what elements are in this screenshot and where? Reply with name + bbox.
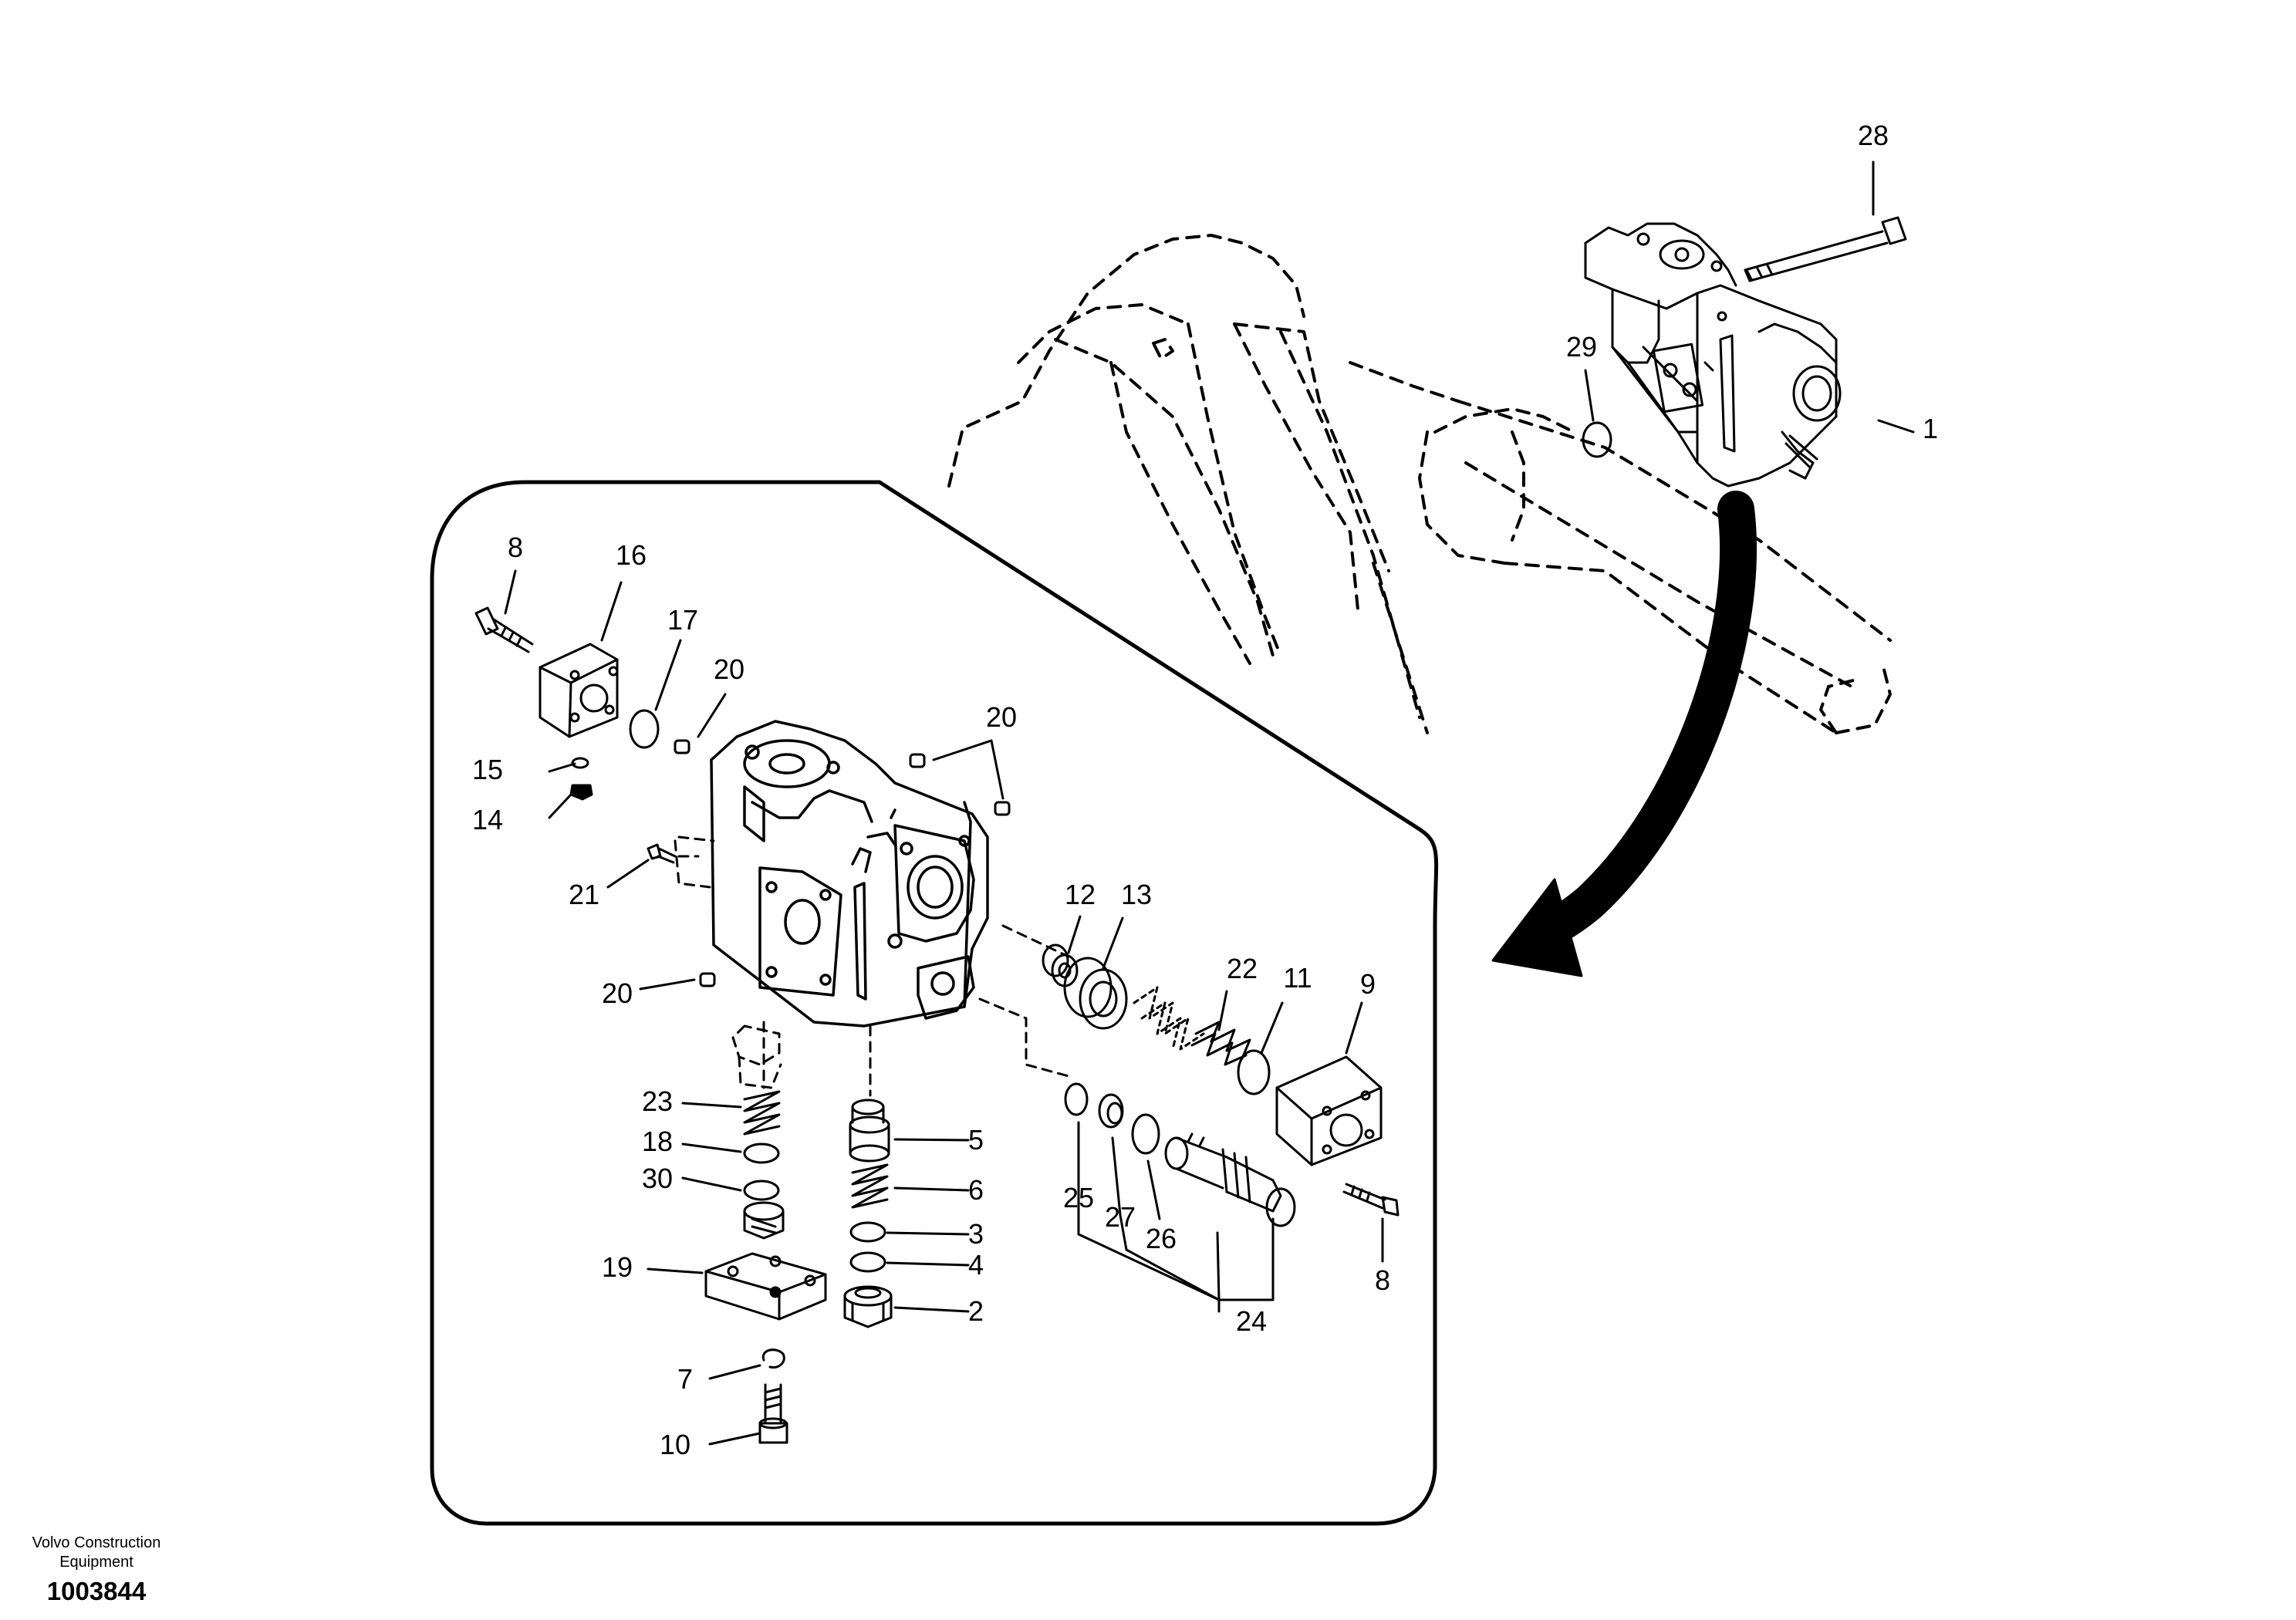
callout-12: 12 <box>1065 879 1096 910</box>
spring-22 <box>1190 1021 1251 1066</box>
callout-leaders <box>504 160 1915 1446</box>
callout-5: 5 <box>968 1124 984 1156</box>
oring-25 <box>1064 1082 1089 1116</box>
plug-14 <box>569 784 593 801</box>
assembly-dash-lines <box>674 835 1070 1097</box>
callout-1: 1 <box>1923 413 1938 444</box>
oring-4 <box>849 1251 886 1273</box>
bolt-8-lower <box>1342 1183 1400 1217</box>
plug-20-b <box>909 753 1011 816</box>
callout-15: 15 <box>472 754 503 785</box>
oring-17 <box>629 709 660 749</box>
screw-21 <box>647 843 677 864</box>
bolt-28 <box>1744 216 1907 282</box>
spring-6 <box>851 1163 889 1209</box>
cover-9 <box>1275 1055 1383 1166</box>
callout-9: 9 <box>1360 968 1376 1000</box>
callout-26: 26 <box>1146 1223 1177 1254</box>
drawing-number: 1003844 <box>46 1577 147 1605</box>
callout-24: 24 <box>1236 1305 1267 1337</box>
oring-29 <box>1582 421 1612 458</box>
callout-4: 4 <box>968 1249 984 1281</box>
callout-14: 14 <box>472 804 503 835</box>
curved-arrow-icon <box>1491 491 1757 977</box>
plug-20-a <box>674 739 690 754</box>
callout-11: 11 <box>1283 962 1312 994</box>
valve-body <box>710 720 989 1028</box>
cartridge-24 <box>1164 1132 1296 1227</box>
callout-20-b: 20 <box>986 701 1017 733</box>
washer-15 <box>571 757 589 769</box>
callout-10: 10 <box>660 1429 690 1460</box>
callout-17: 17 <box>667 604 698 636</box>
ring-27 <box>1098 1093 1124 1129</box>
callout-13: 13 <box>1121 879 1152 910</box>
callout-20-a: 20 <box>714 653 745 685</box>
callout-28: 28 <box>1858 120 1889 151</box>
bolt-8-upper <box>474 606 534 653</box>
flange-block-16 <box>539 643 619 738</box>
callout-2: 2 <box>968 1295 984 1327</box>
oring-11 <box>1237 1049 1271 1095</box>
spring-dashed <box>1133 986 1205 1051</box>
oring-18 <box>743 1142 780 1164</box>
callout-6: 6 <box>968 1174 984 1206</box>
valve-assembly-overview <box>1584 222 1842 488</box>
callout-8-top: 8 <box>508 532 523 563</box>
callout-22: 22 <box>1227 953 1258 984</box>
boom-outline-dashed <box>947 234 1892 734</box>
callout-21: 21 <box>569 879 599 910</box>
oring-3 <box>849 1221 886 1243</box>
plug-20-c <box>699 972 716 987</box>
oring-30 <box>743 1180 780 1201</box>
plug-2 <box>843 1285 893 1328</box>
callout-18: 18 <box>642 1126 673 1157</box>
retainer-lower-left <box>743 1201 785 1240</box>
spring-23 <box>743 1090 781 1136</box>
ring-13 <box>1063 957 1128 1030</box>
callout-27: 27 <box>1105 1201 1136 1233</box>
plate-19 <box>704 1252 827 1321</box>
oring-26 <box>1131 1113 1160 1155</box>
callout-30: 30 <box>642 1163 673 1194</box>
manufacturer-label: Volvo Construction Equipment <box>32 1534 161 1571</box>
callout-20-c: 20 <box>602 977 633 1009</box>
poppet-5 <box>849 1099 890 1163</box>
callout-labels: 28 29 1 8 16 17 20 20 15 14 21 20 12 13 … <box>472 120 1938 1460</box>
callout-29: 29 <box>1566 331 1597 363</box>
bolt-10 <box>758 1383 788 1444</box>
washer-7 <box>761 1348 785 1369</box>
callout-3: 3 <box>968 1218 984 1250</box>
callout-16: 16 <box>616 539 647 571</box>
detail-frame <box>430 480 1439 1526</box>
callout-23: 23 <box>642 1085 673 1117</box>
callout-8-bottom: 8 <box>1375 1264 1390 1296</box>
callout-19: 19 <box>602 1251 633 1283</box>
callout-25: 25 <box>1063 1182 1094 1213</box>
callout-7: 7 <box>677 1363 693 1395</box>
